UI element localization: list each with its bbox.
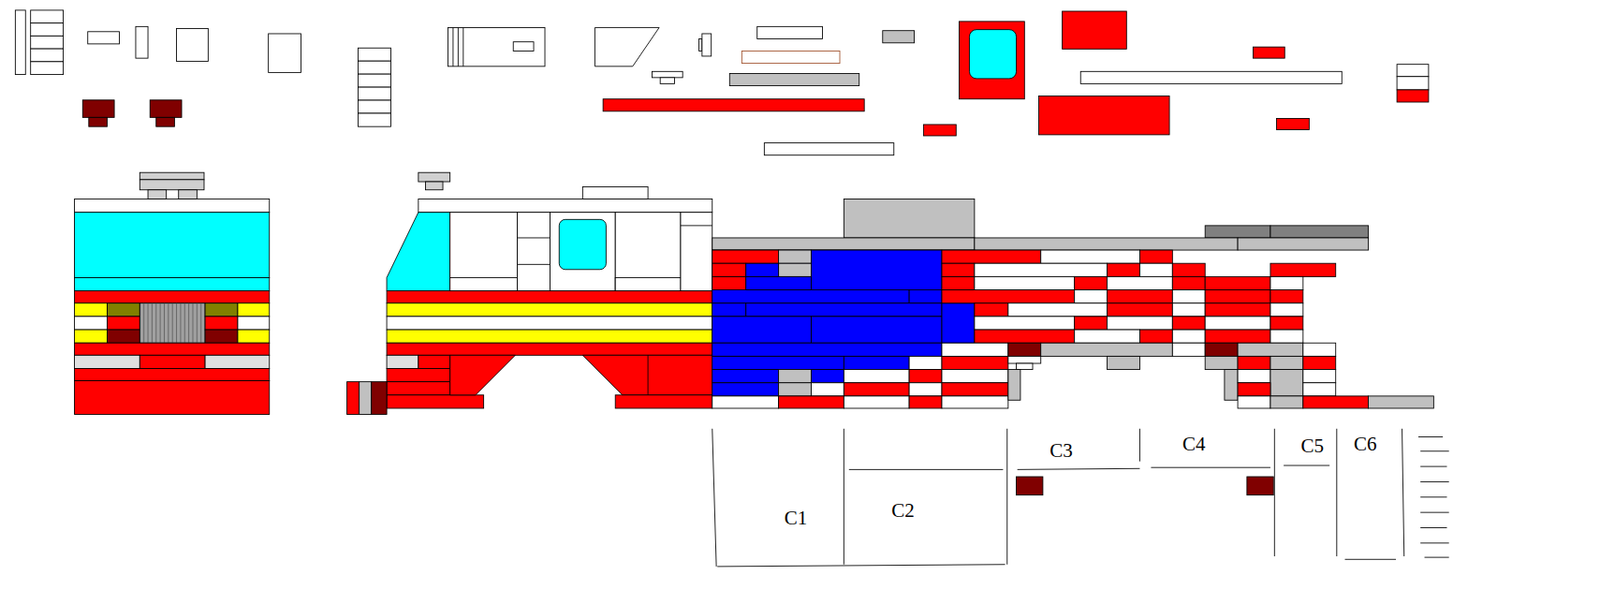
part-label: C6 [1353,434,1378,455]
part-label: C3 [1049,440,1073,460]
part-label: C2 [891,499,915,520]
part-label: C4 [1182,434,1206,455]
part-label: C1 [784,507,808,528]
part-label: C5 [1300,436,1324,456]
